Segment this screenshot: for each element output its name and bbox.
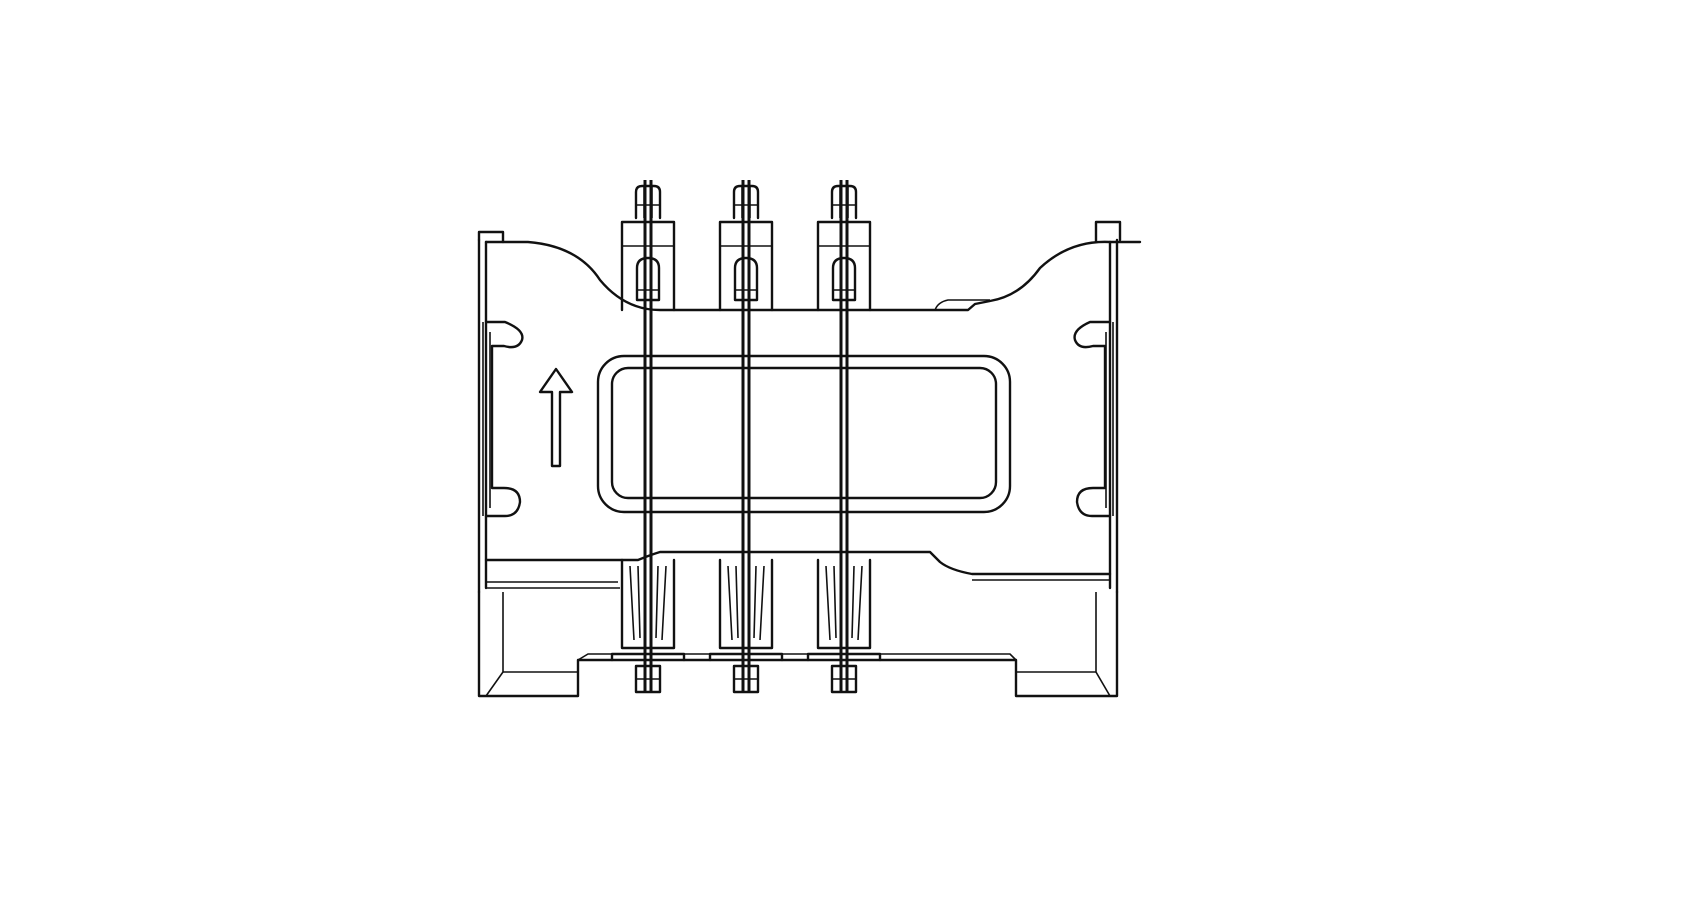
contact-tail-ledge [610,652,686,662]
contact-upper-tip [830,184,858,220]
connector-body [477,220,1142,594]
contact-upper-detail [734,186,758,218]
body-top-edge [484,240,1142,312]
body-right-wall [1108,238,1119,594]
contact-pin [741,180,751,692]
contact-upper-slot [635,256,661,302]
contact-lower-housing [718,558,774,650]
left-top-tab [477,230,505,244]
contact-pin [839,180,849,692]
contact-1 [610,180,686,694]
contact-tail-ledge [806,652,882,662]
contact-group [610,180,882,694]
contact-upper-tip [634,184,662,220]
contact-spring [629,565,667,641]
contact-lower-housing [620,558,676,650]
connector-base [477,590,1119,698]
contact-spring [825,565,863,641]
contact-lower-housing [816,558,872,650]
contact-upper-housing [620,220,676,312]
right-top-notch [934,299,990,311]
body-lower-shelf [484,550,1112,576]
contact-2 [708,180,784,694]
contact-upper-housing [718,220,774,312]
contact-pin [643,180,653,692]
left-latch [482,320,524,518]
contact-spring [727,565,765,641]
card-window [596,354,1012,514]
contact-upper-tip [732,184,760,220]
contact-upper-slot [831,256,857,302]
insertion-arrow-icon [538,367,574,468]
body-shelf-edge [486,579,1110,589]
contact-3 [806,180,882,694]
body-left-wall [477,238,488,594]
contact-upper-slot [733,256,759,302]
contact-upper-detail [636,186,660,218]
right-latch [1073,320,1114,518]
right-top-tab [1094,220,1122,244]
contact-upper-detail [832,186,856,218]
contact-upper-housing [816,220,872,312]
contact-tail-ledge [708,652,784,662]
base-outline [477,590,1119,698]
